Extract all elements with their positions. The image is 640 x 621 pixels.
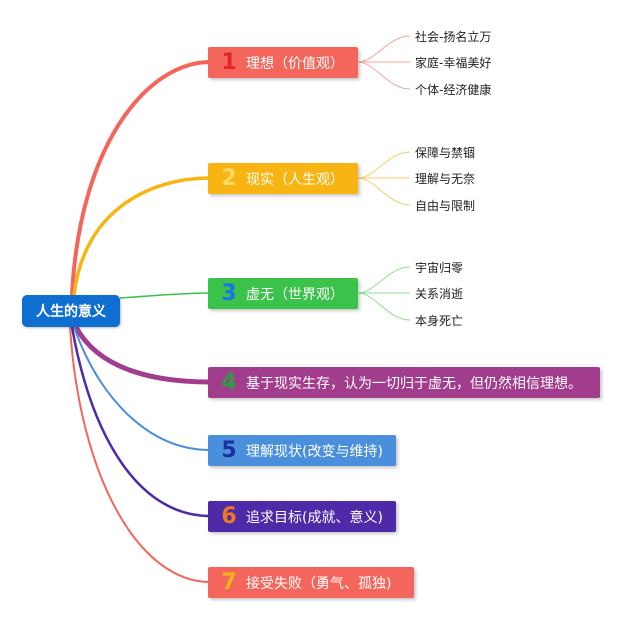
branch-number-4: 4 [221,370,237,395]
connector-branch-6 [70,326,211,518]
branch-node-7: 7 接受失败（勇气、孤独) [208,567,414,598]
root-node: 人生的意义 [22,295,120,327]
branch-label-6: 追求目标(成就、意义) [246,509,383,526]
connector-branch-1 [70,60,211,296]
connector-sub-1-3 [357,61,411,90]
branch-number-3: 3 [221,281,237,306]
branch-number-1: 1 [221,50,237,75]
connector-sub-2-3 [357,177,411,206]
branch-node-2: 2 现实（人生观） [208,163,358,194]
connector-branch-3 [119,292,211,299]
branch-label-3: 虚无（世界观） [246,286,344,303]
branch-number-6: 6 [221,504,237,529]
branch-node-6: 6 追求目标(成就、意义) [208,501,396,532]
sub-topic-3-1: 宇宙归零 [415,261,464,275]
connector-sub-3-3 [357,292,411,321]
branch-label-5: 理解现状(改变与维持) [246,443,383,460]
branch-node-1: 1 理想（价值观） [208,47,358,78]
branch-label-2: 现实（人生观） [246,171,344,188]
connector-branch-5 [73,326,211,451]
sub-topic-1-1: 社会-扬名立万 [415,30,492,44]
branch-label-1: 理想（价值观） [246,55,344,72]
sub-topic-3-2: 关系消逝 [415,287,464,301]
sub-topic-2-3: 自由与限制 [415,199,476,213]
connector-sub-1-1 [357,35,411,63]
sub-topic-2-2: 理解与无奈 [415,172,476,186]
connector-branch-2 [72,176,211,296]
connector-branch-4 [73,325,211,385]
connector-branch-7 [69,326,211,583]
sub-topic-2-1: 保障与禁锢 [415,146,476,160]
sub-topic-1-3: 个体-经济健康 [415,83,492,97]
branch-label-7: 接受失败（勇气、孤独) [246,575,392,592]
sub-topic-1-2: 家庭-幸福美好 [415,56,492,70]
sub-topic-3-3: 本身死亡 [415,314,464,328]
branch-node-4: 4 基于现实生存，认为一切归于虚无，但仍然相信理想。 [208,367,600,398]
branch-number-7: 7 [221,570,237,595]
branch-node-5: 5 理解现状(改变与维持) [208,435,396,466]
connector-sub-2-1 [357,151,411,179]
branch-node-3: 3 虚无（世界观） [208,278,358,309]
branch-number-5: 5 [221,438,237,463]
root-label: 人生的意义 [36,304,106,320]
branch-number-2: 2 [221,166,237,191]
branch-label-4: 基于现实生存，认为一切归于虚无，但仍然相信理想。 [246,375,582,392]
connector-sub-3-1 [357,266,411,294]
